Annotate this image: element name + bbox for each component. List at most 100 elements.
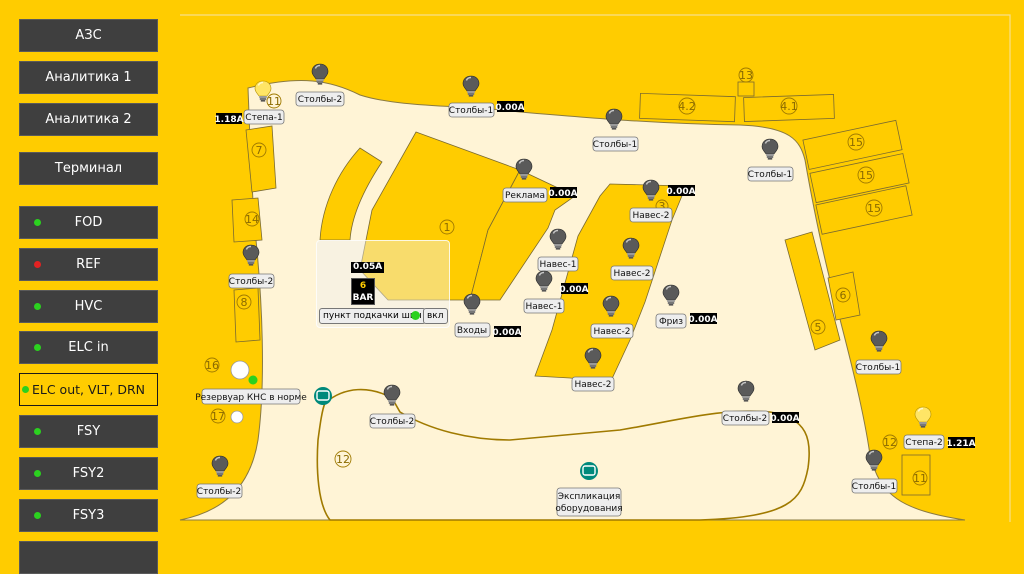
nav-button-azs[interactable]: АЗС [19, 19, 158, 52]
svg-text:16: 16 [205, 359, 219, 372]
lamp-naves-2-b[interactable]: Навес-2 [610, 237, 654, 281]
svg-text:4.2: 4.2 [678, 100, 696, 113]
lamp-reading: 0.00A [559, 283, 589, 295]
svg-text:11: 11 [267, 95, 281, 108]
lamp-reklama[interactable]: Реклама 0.00A [502, 158, 578, 203]
sidebar: АЗС Аналитика 1 Аналитика 2 Терминал FOD… [0, 0, 175, 574]
svg-text:13: 13 [739, 69, 753, 82]
lamp-stolby-2-southwest[interactable]: Столбы-2 [196, 455, 243, 499]
lamp-stolby-1-east[interactable]: Столбы-1 [855, 330, 902, 375]
pump-label: пункт подкачки шин [319, 308, 426, 324]
lamp-stolby-2-left[interactable]: Столбы-2 [228, 244, 275, 289]
lamp-label: Столбы-2 [721, 410, 770, 426]
nav-button-elc-out[interactable]: ELC out, VLT, DRN [19, 373, 158, 406]
nav-button-elc-in[interactable]: ELC in [19, 331, 158, 364]
lamp-naves-1-a[interactable]: Навес-1 [537, 228, 579, 272]
zone-number-4-1: 4.1 [780, 97, 798, 115]
map-frame [180, 14, 1011, 522]
lamp-stolby-2-right[interactable]: Столбы-2 0.00A [721, 380, 800, 426]
svg-text:Навес-1: Навес-1 [539, 260, 576, 270]
svg-text:7: 7 [256, 144, 263, 157]
lamp-naves-2-top[interactable]: Навес-2 0.00A [629, 179, 696, 223]
status-dot [34, 219, 41, 226]
nav-button-fsy[interactable]: FSY [19, 415, 158, 448]
nav-button-ref[interactable]: REF [19, 248, 158, 281]
lamp-label: Столбы-1 [448, 102, 495, 118]
nav-button-label: Аналитика 2 [45, 112, 132, 127]
camera-icon[interactable] [314, 387, 332, 405]
svg-text:15: 15 [859, 169, 873, 182]
svg-text:Столбы-1: Столбы-1 [852, 482, 896, 492]
nav-button-label: ELC out, VLT, DRN [31, 382, 146, 397]
nav-button-hvc[interactable]: HVC [19, 290, 158, 323]
svg-text:Входы: Входы [457, 326, 487, 336]
lamp-stolby-1-right[interactable]: Столбы-1 [747, 138, 794, 182]
zone-1-link [469, 169, 576, 301]
reservoir-status-dot [248, 375, 258, 385]
lamp-stepa-2[interactable]: Степа-2 1.21A [903, 406, 976, 450]
nav-button-fod[interactable]: FOD [19, 206, 158, 239]
svg-text:Степа-2: Степа-2 [905, 438, 942, 448]
lamp-stepa-1[interactable]: Степа-1 1.18A [214, 80, 285, 125]
nav-button-label: FSY2 [72, 466, 105, 481]
lamp-label: Столбы-1 [592, 136, 639, 152]
zone-14 [231, 197, 263, 243]
lamp-reading: 0.00A [666, 185, 696, 197]
pressure-unit: BAR [352, 293, 374, 303]
lamp-stolby-1-mid[interactable]: Столбы-1 [592, 108, 639, 152]
equipment-label-line1: Экспликация [558, 492, 621, 502]
lamp-label: Входы [454, 322, 491, 338]
zone-11-right [901, 454, 931, 496]
svg-text:Реклама: Реклама [505, 191, 545, 201]
svg-text:1.18A: 1.18A [214, 115, 243, 125]
lamp-stolby-1-southeast[interactable]: Столбы-1 [851, 449, 898, 494]
tire-inflation-panel: 0.05A 6 BAR пункт подкачки шин вкл [316, 240, 450, 328]
lamp-label: Навес-1 [523, 298, 565, 314]
zone-5 [784, 231, 841, 351]
equipment-label-line2: оборудования [555, 504, 622, 514]
lamp-label: Навес-2 [610, 265, 654, 281]
lamp-stolby-2-road[interactable]: Столбы-2 [369, 384, 416, 429]
lamp-vhody[interactable]: Входы 0.00A [454, 293, 522, 338]
zone-13 [737, 81, 755, 97]
nav-button-fsy3[interactable]: FSY3 [19, 499, 158, 532]
nav-button-terminal[interactable]: Терминал [19, 152, 158, 185]
svg-text:0.00A: 0.00A [495, 103, 524, 113]
status-dot [34, 303, 41, 310]
lamp-label: Столбы-2 [196, 483, 243, 499]
lamp-naves-2-c[interactable]: Навес-2 [590, 295, 634, 339]
zone-15a [802, 119, 903, 170]
zone-number-15c: 15 [865, 199, 883, 217]
zone-number-6: 6 [835, 287, 851, 303]
pump-current-reading: 0.05A [351, 262, 385, 273]
lamp-stolby-1-top[interactable]: Столбы-1 0.00A [448, 75, 525, 118]
nav-button-fsy2[interactable]: FSY2 [19, 457, 158, 490]
lamp-stolby-2-top[interactable]: Столбы-2 [295, 63, 345, 107]
zone-number-4-2: 4.2 [678, 97, 696, 115]
nav-button-label: АЗС [75, 28, 102, 43]
lamp-off-icon [242, 244, 260, 267]
svg-text:Столбы-2: Столбы-2 [197, 487, 241, 497]
pump-toggle[interactable]: вкл [423, 308, 448, 324]
status-dot [34, 344, 41, 351]
lamp-naves-2-d[interactable]: Навес-2 [571, 347, 615, 392]
nav-button-analytics-2[interactable]: Аналитика 2 [19, 103, 158, 136]
lamp-friz[interactable]: Фриз 0.00A [655, 284, 718, 329]
svg-text:8: 8 [241, 296, 248, 309]
equipment-explication-button[interactable]: Экспликация оборудования [555, 462, 623, 517]
svg-text:Столбы-1: Столбы-1 [856, 363, 900, 373]
nav-button-analytics-1[interactable]: Аналитика 1 [19, 61, 158, 94]
zone-number-13: 13 [738, 67, 754, 83]
svg-text:17: 17 [211, 410, 225, 423]
svg-text:0.00A: 0.00A [688, 315, 717, 325]
zone-number-15a: 15 [847, 133, 865, 151]
nav-button-label: FSY [76, 424, 101, 439]
lamp-label: Столбы-2 [369, 413, 416, 429]
svg-text:Столбы-2: Столбы-2 [229, 277, 273, 287]
svg-text:Столбы-2: Столбы-2 [370, 417, 414, 427]
zone-number-17: 17 [210, 408, 226, 424]
lamp-naves-1-b[interactable]: Навес-1 0.00A [523, 270, 589, 314]
svg-text:15: 15 [867, 202, 881, 215]
svg-text:Столбы-2: Столбы-2 [298, 95, 342, 105]
zones [231, 81, 931, 496]
